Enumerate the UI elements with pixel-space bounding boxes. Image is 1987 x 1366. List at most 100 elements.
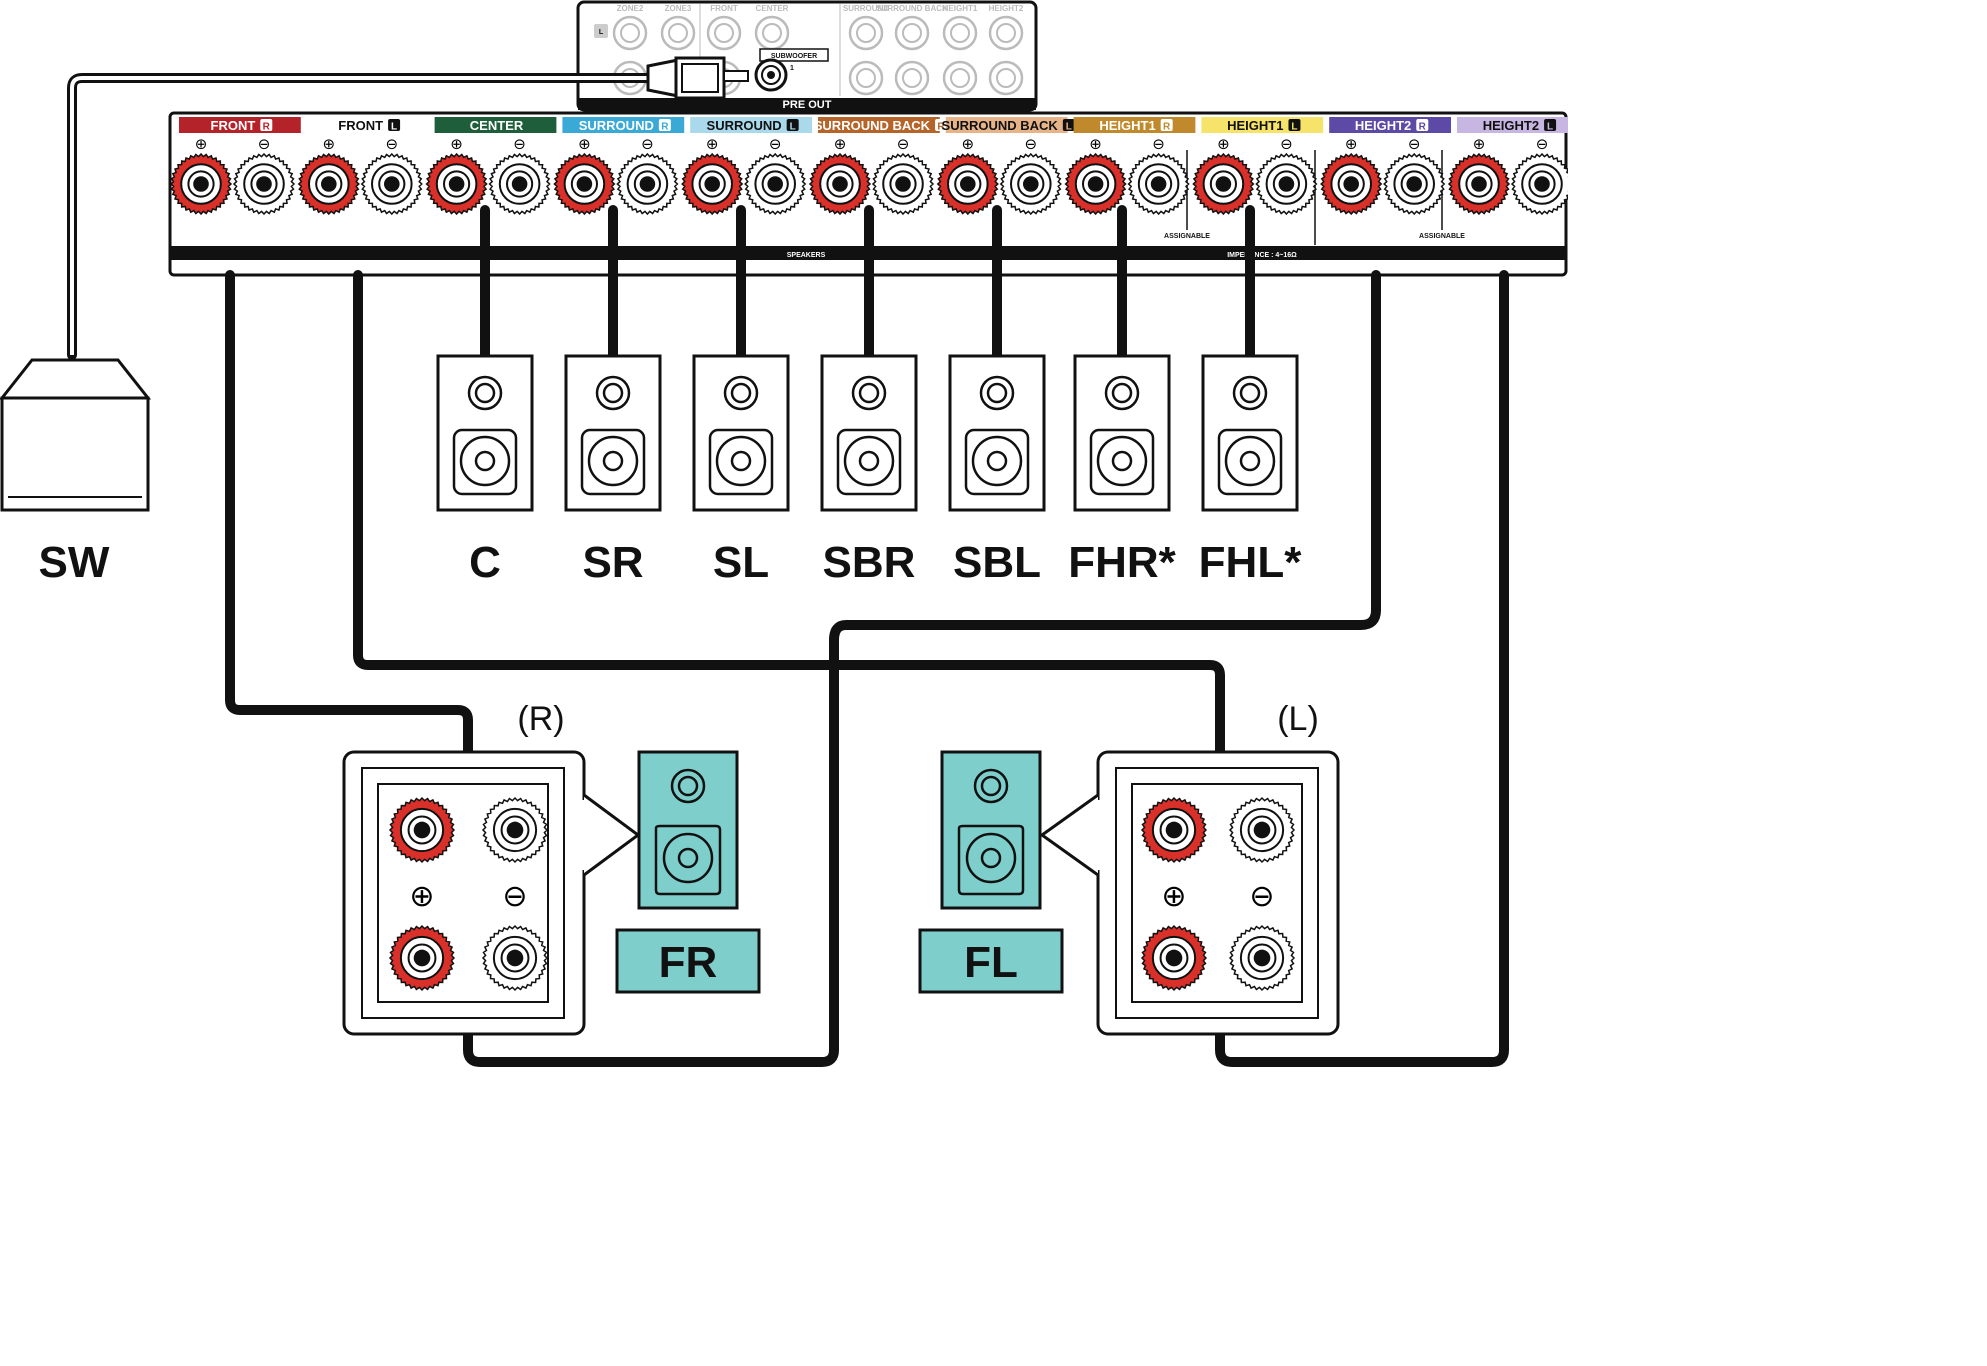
positive-post-bottom[interactable] bbox=[388, 924, 456, 992]
terminal-header-label: SURROUND BACK bbox=[942, 118, 1059, 133]
front-right-label-box bbox=[615, 928, 761, 994]
plus-sign: ⊕ bbox=[834, 135, 847, 153]
terminal-side-mark: L bbox=[1547, 122, 1553, 133]
plus-sign: ⊕ bbox=[1217, 135, 1230, 153]
subwoofer-jack-label: SUBWOOFER bbox=[771, 53, 817, 60]
pre-out-jack-label: SURROUND BACK bbox=[876, 4, 948, 13]
plus-sign: ⊕ bbox=[1089, 135, 1102, 153]
terminal-positive-post[interactable] bbox=[1064, 152, 1127, 216]
pre-out-jack[interactable] bbox=[942, 60, 978, 96]
speaker-sbl bbox=[948, 354, 1046, 512]
terminal-negative-post[interactable] bbox=[616, 152, 679, 216]
terminal-side-mark: R bbox=[661, 122, 669, 133]
speaker-c bbox=[436, 354, 534, 512]
pre-out-jack[interactable] bbox=[942, 15, 978, 51]
plus-sign: ⊕ bbox=[706, 135, 719, 153]
pre-out-jack-label: FRONT bbox=[710, 4, 738, 13]
terminal-negative-post[interactable] bbox=[232, 152, 296, 216]
positive-post-top[interactable] bbox=[388, 796, 456, 864]
terminal-positive-post[interactable] bbox=[169, 152, 233, 216]
negative-post-top[interactable] bbox=[481, 796, 549, 864]
fl-minus-sign: ⊖ bbox=[1249, 879, 1274, 914]
terminal-negative-post[interactable] bbox=[1383, 152, 1446, 216]
pre-out-jack[interactable] bbox=[706, 15, 742, 51]
pre-out-jack[interactable] bbox=[894, 60, 930, 96]
terminal-negative-post[interactable] bbox=[488, 152, 551, 216]
minus-sign: ⊖ bbox=[897, 135, 910, 153]
terminal-negative-post[interactable] bbox=[744, 152, 807, 216]
rca-plug bbox=[646, 56, 749, 100]
front-left-side-label: (L) bbox=[1277, 700, 1319, 738]
terminal-negative-post[interactable] bbox=[871, 152, 935, 216]
positive-post-top[interactable] bbox=[1140, 796, 1208, 864]
speaker-sr bbox=[564, 354, 662, 512]
pre-out-jack[interactable] bbox=[988, 60, 1024, 96]
front-right-side-label: (R) bbox=[517, 700, 564, 738]
plus-sign: ⊕ bbox=[450, 135, 463, 153]
terminal-positive-post[interactable] bbox=[936, 152, 999, 216]
front-cables bbox=[225, 270, 1509, 1067]
terminal-header-label: SURROUND bbox=[579, 118, 654, 133]
minus-sign: ⊖ bbox=[1280, 135, 1293, 153]
terminal-negative-post[interactable] bbox=[1510, 152, 1568, 216]
positive-post-bottom[interactable] bbox=[1140, 924, 1208, 992]
plus-sign: ⊕ bbox=[1473, 135, 1486, 153]
terminal-positive-post[interactable] bbox=[425, 152, 488, 216]
terminal-positive-post[interactable] bbox=[1192, 152, 1255, 216]
pre-out-jack[interactable] bbox=[894, 15, 930, 51]
speaker-label-sl: SL bbox=[713, 538, 769, 587]
terminal-positive-post[interactable] bbox=[808, 152, 872, 216]
negative-post-bottom[interactable] bbox=[1228, 924, 1296, 992]
minus-sign: ⊖ bbox=[641, 135, 654, 153]
terminal-side-mark: R bbox=[1163, 122, 1171, 133]
pre-out-jack[interactable] bbox=[612, 15, 648, 51]
terminal-negative-post[interactable] bbox=[999, 152, 1062, 216]
pre-out-jack[interactable] bbox=[848, 60, 884, 96]
terminal-positive-post[interactable] bbox=[553, 152, 616, 216]
plus-sign: ⊕ bbox=[1345, 135, 1358, 153]
pre-out-jack[interactable] bbox=[660, 15, 696, 51]
speaker-label-sbl: SBL bbox=[953, 538, 1041, 587]
negative-post-top[interactable] bbox=[1228, 796, 1296, 864]
assignable-label-1: ASSIGNABLE bbox=[1164, 233, 1210, 240]
pre-out-jack[interactable] bbox=[988, 15, 1024, 51]
terminal-negative-post[interactable] bbox=[360, 152, 423, 216]
negative-post-bottom[interactable] bbox=[481, 924, 549, 992]
terminal-negative-post[interactable] bbox=[1127, 152, 1190, 216]
terminal-positive-post[interactable] bbox=[1320, 152, 1383, 216]
pre-out-jack-label: SURROUND bbox=[843, 4, 889, 13]
terminal-side-mark: L bbox=[790, 122, 796, 133]
terminal-positive-post[interactable] bbox=[1447, 152, 1511, 216]
front-right-speaker-icon bbox=[637, 750, 739, 910]
pre-out-jack-label: HEIGHT1 bbox=[943, 4, 978, 13]
front-left-label: FL bbox=[964, 938, 1018, 987]
terminal-header-label: FRONT bbox=[338, 118, 383, 133]
pre-out-jack[interactable] bbox=[848, 15, 884, 51]
pre-out-title: PRE OUT bbox=[783, 99, 832, 111]
speaker-sbr bbox=[820, 354, 918, 512]
terminal-positive-post[interactable] bbox=[297, 152, 360, 216]
minus-sign: ⊖ bbox=[1408, 135, 1421, 153]
terminal-header-label: FRONT bbox=[211, 118, 256, 133]
terminal-side-mark: R bbox=[1419, 122, 1427, 133]
fr-minus-sign: ⊖ bbox=[502, 879, 527, 914]
terminal-header-label: HEIGHT2 bbox=[1483, 118, 1539, 133]
terminal-side-mark: L bbox=[1066, 122, 1072, 133]
minus-sign: ⊖ bbox=[386, 135, 399, 153]
terminal-positive-post[interactable] bbox=[681, 152, 744, 216]
front-left-speaker-icon bbox=[940, 750, 1042, 910]
plus-sign: ⊕ bbox=[962, 135, 975, 153]
terminal-negative-post[interactable] bbox=[1255, 152, 1318, 216]
speaker-fhr bbox=[1073, 354, 1171, 512]
minus-sign: ⊖ bbox=[769, 135, 782, 153]
